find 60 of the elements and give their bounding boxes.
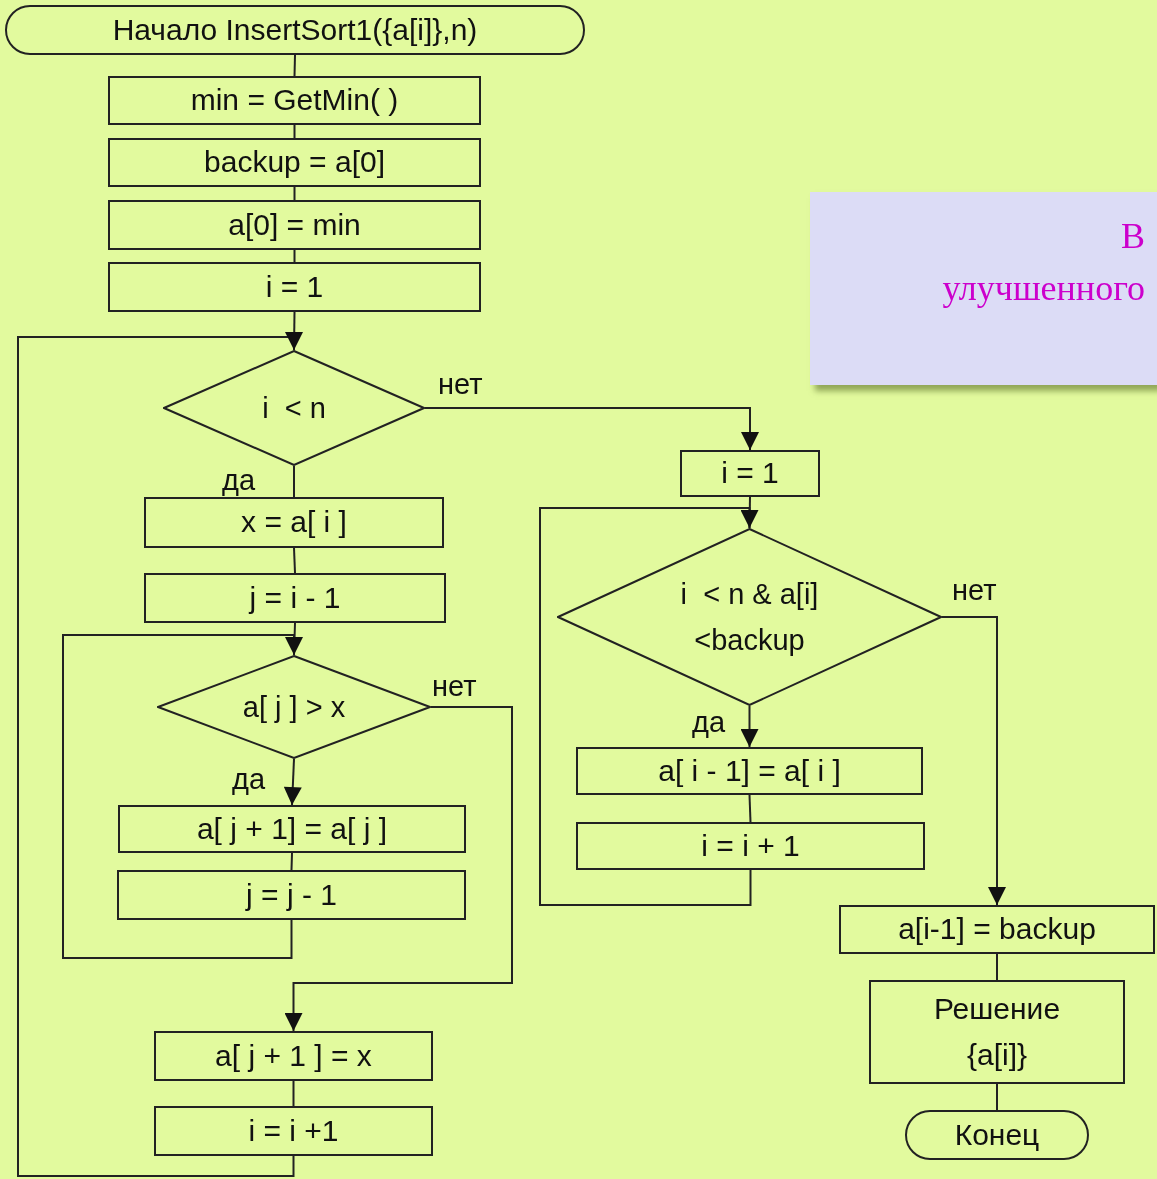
process-box bbox=[154, 1031, 433, 1081]
connector-line bbox=[293, 465, 295, 498]
connector-line bbox=[293, 249, 296, 263]
terminator-box bbox=[905, 1110, 1089, 1160]
process-text: a[i-1] = backup bbox=[898, 911, 1096, 948]
arrow bbox=[283, 758, 302, 806]
note-card bbox=[810, 192, 1157, 385]
process-text: a[ j + 1] = a[ j ] bbox=[196, 810, 388, 847]
process-box bbox=[154, 1106, 433, 1156]
process-text: Конец bbox=[954, 1116, 1040, 1153]
condition-text: a[ j ] > x bbox=[242, 689, 346, 725]
arrow bbox=[62, 634, 303, 959]
process-text: j = j - 1 bbox=[246, 876, 337, 913]
connector-line bbox=[748, 496, 751, 529]
process-text: backup = a[0] bbox=[204, 144, 385, 181]
arrow bbox=[424, 407, 759, 451]
connector-line bbox=[996, 1083, 998, 1111]
connector-line bbox=[290, 852, 293, 871]
process-text: x = a[ i ] bbox=[241, 504, 347, 541]
note-text: В bbox=[1121, 215, 1145, 258]
process-box bbox=[108, 76, 481, 125]
condition-text: i < n & a[i]<backup bbox=[679, 576, 820, 658]
process-box bbox=[839, 905, 1155, 954]
process-box bbox=[117, 870, 466, 920]
process-box bbox=[108, 138, 481, 187]
process-box bbox=[144, 573, 446, 623]
connector-line bbox=[293, 124, 296, 139]
process-box bbox=[108, 262, 481, 312]
arrow bbox=[539, 507, 759, 906]
arrow bbox=[941, 616, 1006, 906]
process-box bbox=[118, 805, 466, 853]
process-box bbox=[108, 200, 481, 250]
process-text: Решение {a[i]} bbox=[932, 990, 1062, 1073]
process-box bbox=[144, 497, 444, 548]
connector-line bbox=[293, 54, 296, 77]
process-text: i = i + 1 bbox=[701, 827, 800, 864]
process-text: min = GetMin( ) bbox=[190, 82, 399, 119]
process-box bbox=[576, 747, 923, 795]
process-box bbox=[680, 450, 820, 497]
arrow bbox=[17, 332, 303, 1177]
arrow bbox=[740, 705, 759, 748]
connector-line bbox=[293, 547, 296, 574]
process-text: i = 1 bbox=[265, 268, 324, 305]
process-text: a[ i - 1] = a[ i ] bbox=[658, 752, 841, 789]
connector-line bbox=[292, 1080, 295, 1107]
process-text: a[ j + 1 ] = x bbox=[215, 1037, 372, 1074]
condition-text: i < n bbox=[262, 390, 326, 426]
process-box bbox=[869, 980, 1125, 1084]
process-text: j = i - 1 bbox=[249, 579, 341, 616]
terminator-box bbox=[5, 5, 585, 55]
process-text: i = i +1 bbox=[248, 1112, 339, 1149]
connector-line bbox=[293, 186, 296, 201]
connector-line bbox=[748, 794, 752, 823]
process-text: a[0] = min bbox=[228, 206, 361, 243]
arrow bbox=[284, 706, 513, 1032]
connector-line bbox=[996, 953, 998, 981]
process-box bbox=[576, 822, 925, 870]
process-text: i = 1 bbox=[721, 455, 779, 492]
process-text: Начало InsertSort1({a[i]},n) bbox=[112, 11, 478, 48]
note-text: улучшенного bbox=[942, 267, 1145, 311]
